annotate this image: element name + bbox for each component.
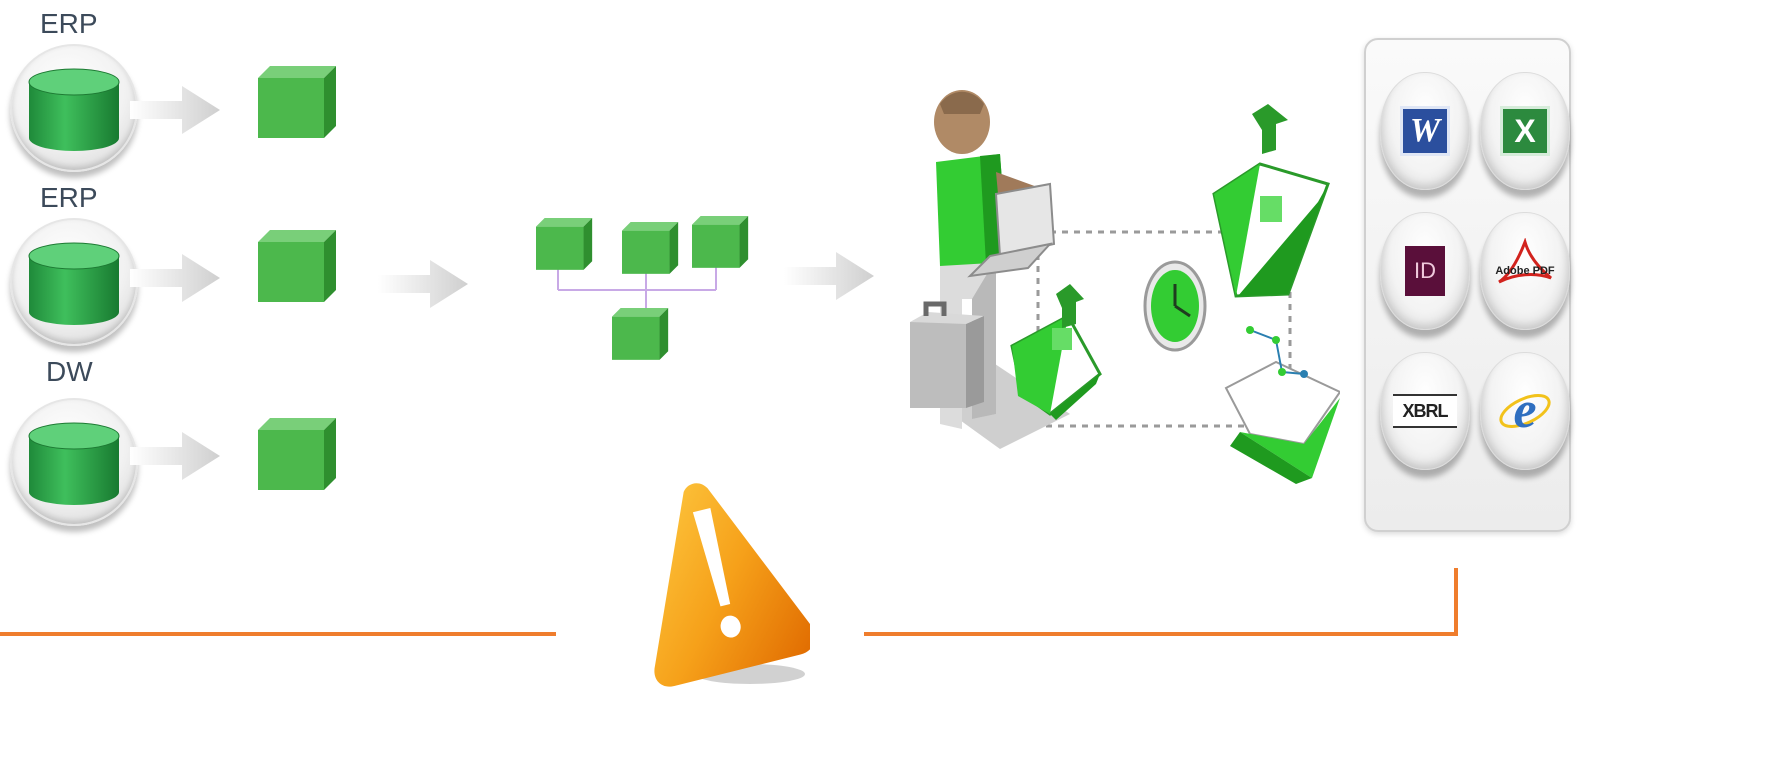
adobe-pdf-icon: Adobe PDF xyxy=(1490,238,1560,296)
database-icon xyxy=(10,44,138,172)
internet-explorer-icon: e xyxy=(1499,385,1551,437)
excel-format-button[interactable]: X xyxy=(1480,72,1570,190)
output-formats-panel: W X ID Adobe PDF XBRL e xyxy=(1364,38,1571,532)
ie-text: e xyxy=(1513,382,1537,439)
pdf-format-button[interactable]: Adobe PDF xyxy=(1480,212,1570,330)
orange-connector-line-right xyxy=(864,632,1458,636)
adobe-pdf-text: Adobe PDF xyxy=(1495,265,1555,277)
data-cube-icon xyxy=(258,230,336,302)
arrow-right-icon xyxy=(378,260,468,308)
data-cube-icon xyxy=(258,418,336,490)
arrow-right-icon xyxy=(130,254,220,302)
reporting-workflow-illustration xyxy=(910,90,1340,484)
source-label-erp-1: ERP xyxy=(40,8,98,39)
xbrl-icon: XBRL xyxy=(1393,394,1457,428)
arrow-right-icon xyxy=(130,86,220,134)
source-label-erp-2: ERP xyxy=(40,182,98,213)
excel-icon: X xyxy=(1500,106,1550,156)
database-icon xyxy=(10,218,138,346)
arrow-right-icon xyxy=(130,432,220,480)
ie-format-button[interactable]: e xyxy=(1480,352,1570,470)
indesign-format-button[interactable]: ID xyxy=(1380,212,1470,330)
xbrl-text: XBRL xyxy=(1402,400,1449,421)
orange-connector-line-left xyxy=(0,632,556,636)
xbrl-format-button[interactable]: XBRL xyxy=(1380,352,1470,470)
cube-hierarchy-diagram xyxy=(536,216,749,360)
word-format-button[interactable]: W xyxy=(1380,72,1470,190)
data-cube-icon xyxy=(258,66,336,138)
database-icon xyxy=(10,398,138,526)
arrow-right-icon xyxy=(784,252,874,300)
source-label-dw: DW xyxy=(46,356,93,387)
orange-connector-line-up xyxy=(1454,568,1458,636)
indesign-icon: ID xyxy=(1405,246,1445,296)
warning-icon xyxy=(654,483,810,687)
word-icon: W xyxy=(1400,106,1450,156)
